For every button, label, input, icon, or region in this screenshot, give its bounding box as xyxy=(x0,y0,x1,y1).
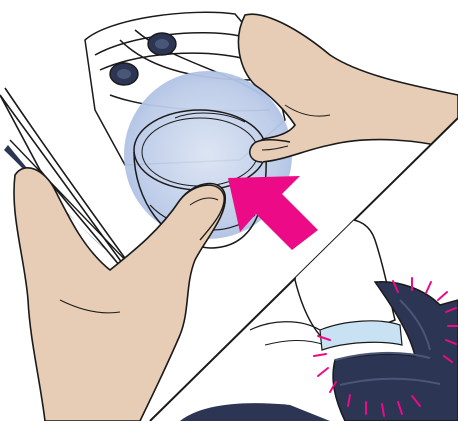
right-hand-icon xyxy=(238,14,458,162)
left-hand-icon xyxy=(14,168,225,421)
lower-panel xyxy=(180,219,458,421)
